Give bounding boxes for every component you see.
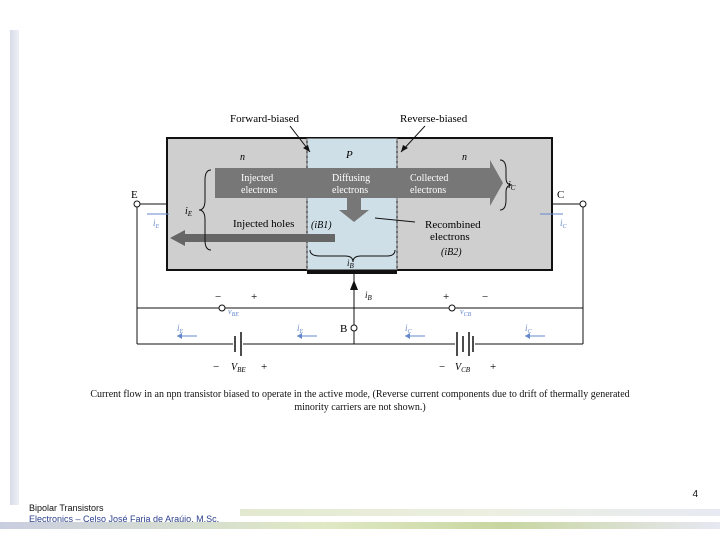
svg-text:iE: iE — [153, 218, 160, 230]
svg-text:−: − — [482, 291, 488, 303]
ic-bracket-label: iC — [508, 180, 516, 192]
svg-text:+: + — [443, 291, 449, 303]
p-base-label: P — [345, 149, 353, 161]
svg-text:−: − — [213, 361, 219, 373]
diffusing-electrons-text: Diffusing — [332, 173, 370, 184]
svg-text:electrons: electrons — [430, 231, 470, 243]
vbe-label: VBE — [231, 362, 246, 374]
page-number: 4 — [692, 489, 698, 500]
ib-bracket-label: iB — [347, 258, 355, 270]
figure-caption: Current flow in an npn transistor biased… — [90, 389, 630, 413]
svg-text:electrons: electrons — [332, 185, 368, 196]
svg-text:iE: iE — [177, 323, 184, 335]
ib-label: iB — [365, 290, 373, 302]
svg-text:iC: iC — [560, 218, 568, 230]
n-collector-label: n — [462, 152, 467, 163]
base-label: B — [340, 323, 347, 335]
footer-accent-bar-upper — [240, 509, 720, 516]
ie-bracket-label: iE — [185, 206, 193, 218]
recombined-electrons-text: Recombined — [425, 219, 481, 231]
emitter-terminal — [133, 200, 141, 208]
svg-text:+: + — [261, 361, 267, 373]
svg-text:+: + — [251, 291, 257, 303]
left-accent-bar — [10, 30, 19, 505]
svg-text:iC: iC — [525, 323, 533, 335]
npn-transistor-diagram: Forward-biased Reverse-biased n P n Inje… — [131, 113, 587, 374]
forward-biased-label: Forward-biased — [230, 113, 300, 125]
ib1-label: (iB1) — [311, 220, 332, 231]
svg-text:−: − — [215, 291, 221, 303]
injected-holes-text: Injected holes — [233, 218, 294, 230]
svg-text:−: − — [439, 361, 445, 373]
collected-electrons-text: Collected — [410, 173, 448, 184]
svg-text:+: + — [490, 361, 496, 373]
svg-text:electrons: electrons — [241, 185, 277, 196]
reverse-biased-label: Reverse-biased — [400, 113, 468, 125]
svg-text:electrons: electrons — [410, 185, 446, 196]
ib2-label: (iB2) — [441, 247, 462, 258]
emitter-label: E — [131, 189, 138, 201]
injected-electrons-text: Injected — [241, 173, 273, 184]
footer-topic: Bipolar Transistors — [29, 503, 104, 513]
collector-label: C — [557, 189, 564, 201]
footer-course: Electronics – Celso José Faria de Araújo… — [29, 514, 220, 524]
vcb-small-label: vCB — [460, 307, 472, 318]
collector-terminal — [579, 200, 587, 208]
svg-text:iC: iC — [405, 323, 413, 335]
svg-text:iE: iE — [297, 323, 304, 335]
n-emitter-label: n — [240, 152, 245, 163]
base-terminal — [350, 324, 358, 332]
vcb-label: VCB — [455, 362, 471, 374]
footer-accent-bar — [0, 522, 720, 529]
vbe-small-label: vBE — [228, 307, 239, 318]
